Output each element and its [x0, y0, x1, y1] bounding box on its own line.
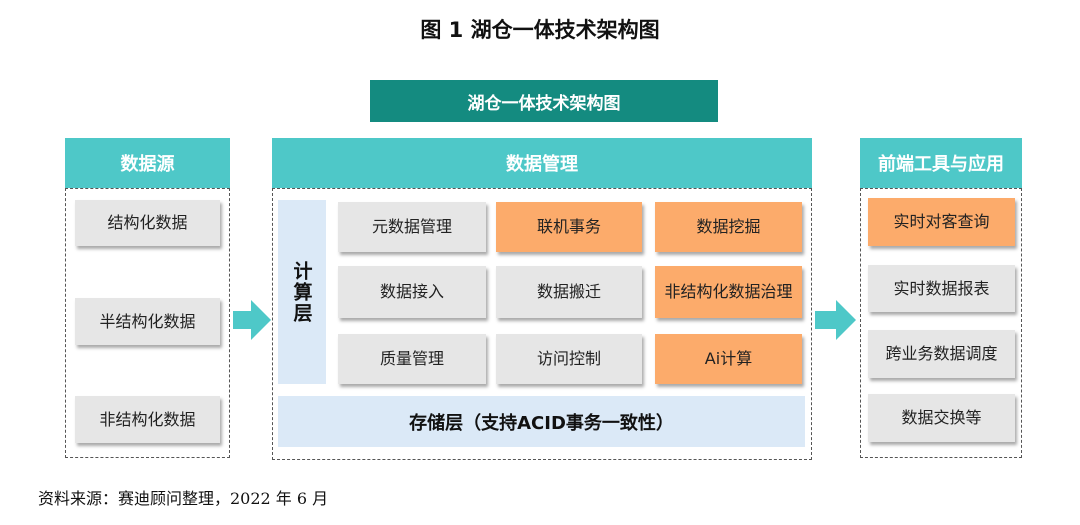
source-structured: 结构化数据: [75, 200, 220, 246]
arrow-head-icon: [836, 300, 856, 340]
compute-layer: 计算层: [278, 200, 326, 384]
architecture-banner: 湖仓一体技术架构图: [370, 80, 718, 122]
cell-metadata: 元数据管理: [338, 202, 486, 252]
figure-title: 图 1 湖仓一体技术架构图: [420, 18, 660, 42]
sources-panel: [65, 188, 230, 458]
cell-ai-compute: Ai计算: [655, 334, 802, 384]
cell-migration: 数据搬迁: [496, 266, 642, 318]
source-caption: 资料来源：赛迪顾问整理，2022 年 6 月: [38, 489, 329, 508]
storage-layer: 存储层（支持ACID事务一致性）: [278, 396, 805, 447]
cell-unstructured-governance: 非结构化数据治理: [655, 266, 802, 318]
sources-header: 数据源: [65, 138, 230, 188]
app-data-exchange: 数据交换等: [868, 394, 1015, 442]
cell-ingestion: 数据接入: [338, 266, 486, 318]
cell-data-mining: 数据挖掘: [655, 202, 802, 252]
arrow-head-icon: [251, 300, 271, 340]
frontend-header: 前端工具与应用: [860, 138, 1022, 188]
source-semi-structured: 半结构化数据: [75, 298, 220, 345]
management-header: 数据管理: [272, 138, 812, 188]
arrow-right-icon: [233, 311, 253, 329]
app-realtime-query: 实时对客查询: [868, 198, 1015, 246]
frontend-panel: [860, 188, 1022, 458]
arrow-right-icon: [815, 311, 837, 329]
cell-access-control: 访问控制: [496, 334, 642, 384]
management-panel: [272, 188, 812, 460]
app-realtime-report: 实时数据报表: [868, 265, 1015, 312]
source-unstructured: 非结构化数据: [75, 396, 220, 443]
cell-quality: 质量管理: [338, 334, 486, 384]
app-cross-business-scheduling: 跨业务数据调度: [868, 330, 1015, 378]
cell-oltp: 联机事务: [496, 202, 642, 252]
